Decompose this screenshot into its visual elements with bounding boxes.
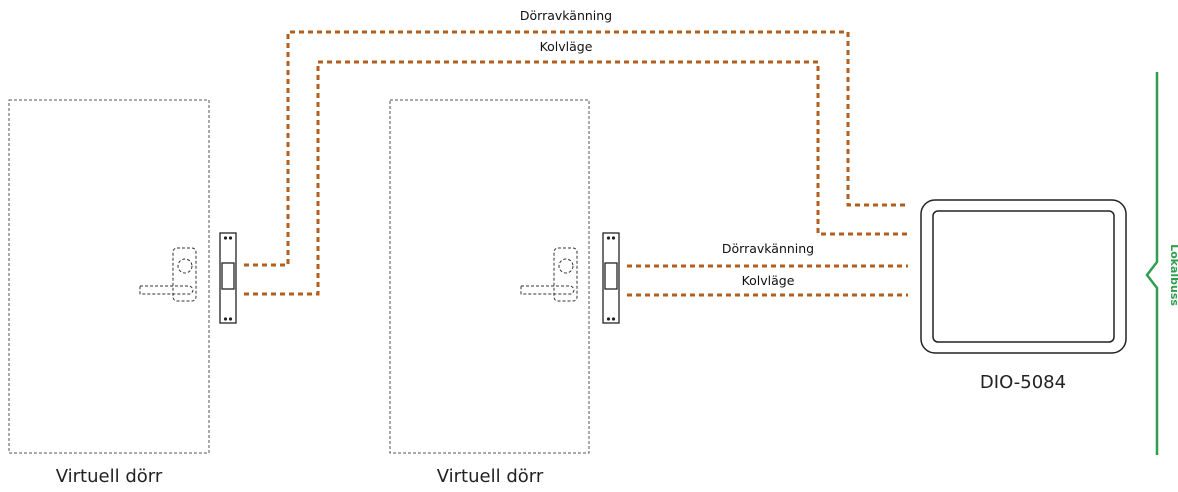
strike-plate-left	[219, 232, 237, 324]
dio-5084-device	[920, 199, 1127, 354]
virtual-door-right	[389, 99, 590, 454]
label-door-right: Virtuell dörr	[437, 466, 544, 487]
local-bus	[1145, 72, 1159, 455]
label-door-left: Virtuell dörr	[56, 466, 163, 487]
label-device: DIO-5084	[980, 372, 1066, 393]
door-handle-left	[139, 247, 197, 302]
label-local-bus: Lokalbuss	[1168, 244, 1178, 306]
label-door-sense-mid: Dörravkänning	[722, 241, 814, 256]
wire-bolt-position-left	[244, 60, 908, 296]
label-bolt-position-mid: Kolvläge	[742, 273, 795, 288]
label-bolt-position-top: Kolvläge	[540, 39, 593, 54]
strike-plate-right	[602, 232, 620, 324]
door-handle-right	[520, 247, 578, 302]
label-door-sense-top: Dörravkänning	[520, 8, 612, 23]
virtual-door-left	[8, 99, 210, 454]
wire-door-sense-left	[244, 30, 908, 267]
